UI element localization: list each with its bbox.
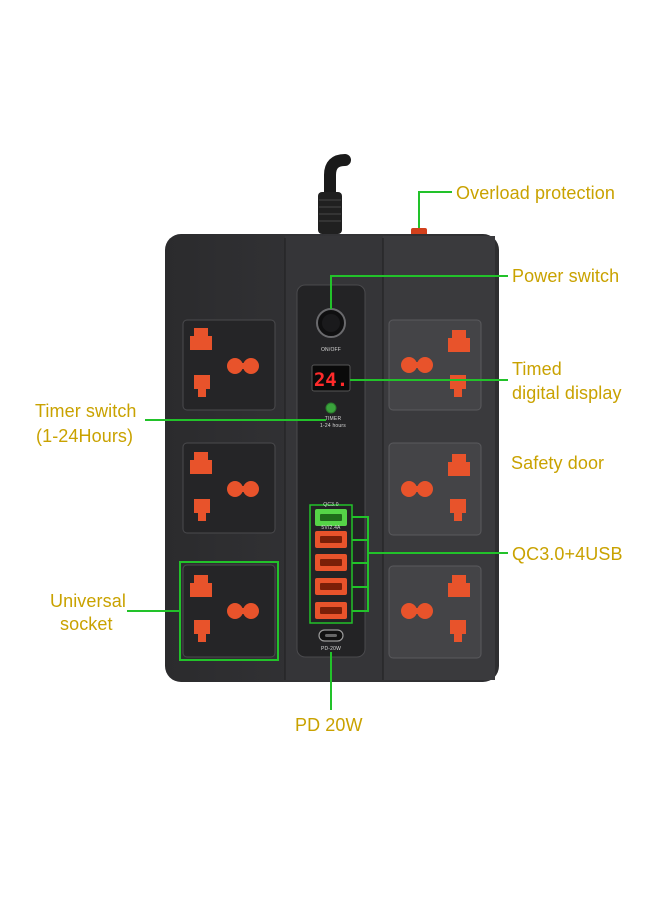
timer-button: [325, 402, 337, 414]
power-switch: [316, 308, 346, 338]
timed-display-label-line1: Timed: [512, 359, 562, 379]
universal-socket-label-line1: Universal: [50, 591, 126, 611]
on-off-label: ON/OFF: [320, 347, 342, 353]
safety-door-label: Safety door: [511, 453, 605, 473]
timed-digital-display: 24.: [311, 364, 351, 392]
control-panel: [296, 284, 366, 658]
pd-port-label: PD-20W: [320, 646, 342, 652]
display-digits: 24.: [314, 369, 348, 391]
usb-ports-label: QC3.0+4USB: [512, 544, 623, 564]
usb-port-group: [315, 509, 347, 619]
overload-line: [418, 191, 452, 228]
timer-label: TIMER: [324, 416, 342, 422]
timer-range-label: 1-24 hours: [320, 423, 346, 429]
power-cord: [318, 154, 351, 238]
timed-display-label-line2: digital display: [512, 383, 622, 403]
qc-label: QC3.0: [323, 502, 339, 508]
timer-switch-label-line2: (1-24Hours): [36, 426, 134, 446]
usb-spec-label: 5V/2.4A: [321, 525, 341, 531]
usb-c-port: [318, 629, 344, 642]
pd-label: PD 20W: [295, 715, 363, 735]
power-switch-label: Power switch: [512, 266, 620, 286]
overload-protection-label: Overload protection: [456, 183, 615, 203]
power-switch-line: [330, 275, 508, 309]
callout-lines: [127, 191, 508, 710]
timer-switch-label-line1: Timer switch: [35, 401, 137, 421]
universal-socket-label-line2: socket: [60, 614, 113, 634]
socket-pins: [190, 328, 470, 642]
